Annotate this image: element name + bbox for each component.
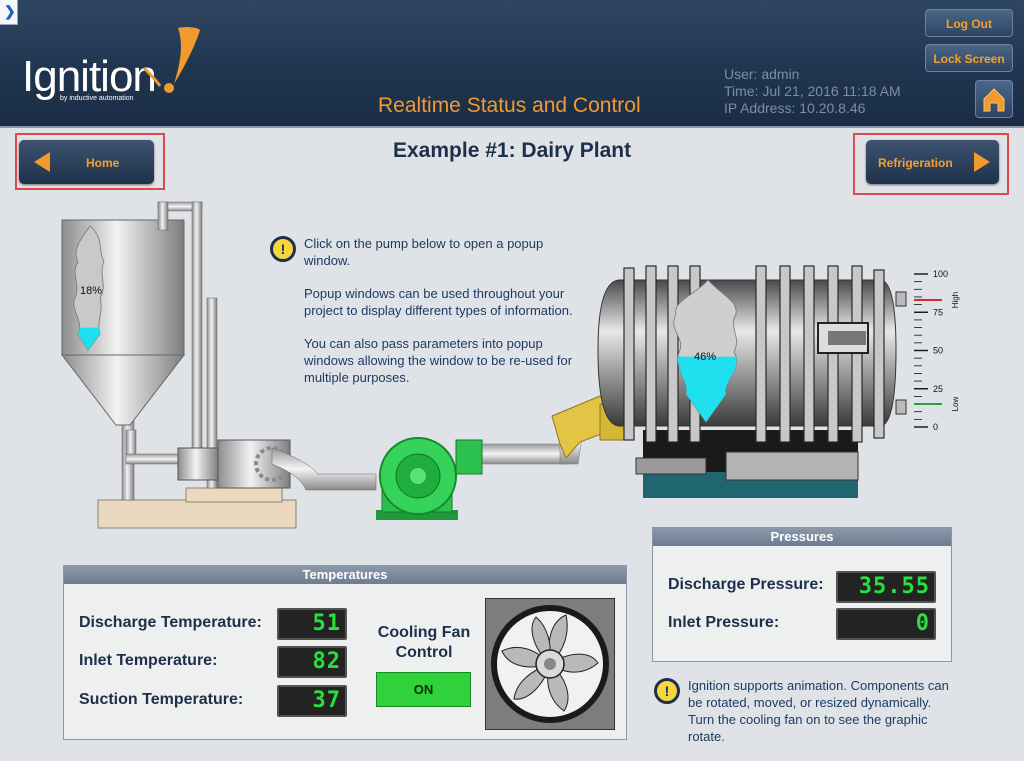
discharge-temperature-label: Discharge Temperature: <box>79 614 262 631</box>
silo <box>60 201 377 529</box>
scale-tick-label: 25 <box>933 384 943 394</box>
home-nav-highlight <box>15 133 165 190</box>
logo-mark-icon <box>142 26 200 93</box>
pressures-title: Pressures <box>653 528 951 546</box>
expand-tab[interactable]: ❯ <box>0 0 18 25</box>
silo-level-label: 18% <box>80 285 102 297</box>
cooling-fan-label-line: Cooling Fan <box>377 624 471 641</box>
arrow-right-icon <box>974 152 990 172</box>
home-icon-button[interactable] <box>975 80 1013 118</box>
high-label: High <box>951 292 960 308</box>
example-title: Example #1: Dairy Plant <box>393 139 632 162</box>
scale-tick-label: 75 <box>933 307 943 317</box>
lock-screen-button[interactable]: Lock Screen <box>925 44 1013 72</box>
discharge-pressure-label: Discharge Pressure: <box>668 576 824 593</box>
temperatures-title: Temperatures <box>64 566 626 584</box>
tank-level-label: 46% <box>694 351 716 363</box>
warning-icon: ! <box>654 678 680 704</box>
refrigeration-button-label: Refrigeration <box>878 156 953 170</box>
info-note: Click on the pump below to open a popup … <box>304 235 584 402</box>
ip-info: IP Address: 10.20.8.46 <box>724 100 866 116</box>
home-button-label: Home <box>86 156 120 170</box>
chevron-right-icon: ❯ <box>4 3 16 19</box>
arrow-left-icon <box>34 152 50 172</box>
suction-temperature-label: Suction Temperature: <box>79 691 244 708</box>
inlet-pressure-display: 0 <box>836 608 936 640</box>
info-paragraph: Popup windows can be used throughout you… <box>304 286 573 318</box>
header-bar <box>0 0 1024 128</box>
info-paragraph: You can also pass parameters into popup … <box>304 336 573 385</box>
refrigeration-tank <box>597 265 907 498</box>
low-label: Low <box>951 396 960 411</box>
fan-icon <box>491 605 609 723</box>
time-info: Time: Jul 21, 2016 11:18 AM <box>724 83 901 99</box>
page-title: Realtime Status and Control <box>378 94 641 117</box>
fan-on-button[interactable]: ON <box>376 672 471 707</box>
inlet-temperature-label: Inlet Temperature: <box>79 652 218 669</box>
logo: Ignition <box>22 52 157 101</box>
home-button[interactable]: Home <box>19 140 154 184</box>
cooling-fan-label: Cooling Fan Control <box>374 624 474 662</box>
pump[interactable] <box>376 437 483 520</box>
logo-tagline: by inductive automation <box>60 95 134 102</box>
info-paragraph: Click on the pump below to open a popup … <box>304 236 544 268</box>
animation-note: Ignition supports animation. Components … <box>688 678 949 744</box>
scale-tick-label: 100 <box>933 269 948 279</box>
inlet-temperature-display: 82 <box>277 646 347 678</box>
discharge-temperature-display: 51 <box>277 608 347 640</box>
suction-temperature-display: 37 <box>277 685 347 717</box>
scale-tick-label: 0 <box>933 422 938 432</box>
logout-button[interactable]: Log Out <box>925 9 1013 37</box>
warning-icon: ! <box>270 236 296 262</box>
user-info: User: admin <box>724 66 800 82</box>
home-icon <box>983 88 1005 112</box>
cooling-fan-label-line: Control <box>395 644 453 661</box>
scale-tick-label: 50 <box>933 346 943 356</box>
cooling-fan <box>485 598 615 730</box>
process-graphic: 18% 46% 100 75 <box>60 201 960 529</box>
refrigeration-nav-highlight <box>853 133 1009 195</box>
inlet-pressure-label: Inlet Pressure: <box>668 614 780 631</box>
discharge-pressure-display: 35.55 <box>836 571 936 603</box>
refrigeration-button[interactable]: Refrigeration <box>866 140 999 184</box>
